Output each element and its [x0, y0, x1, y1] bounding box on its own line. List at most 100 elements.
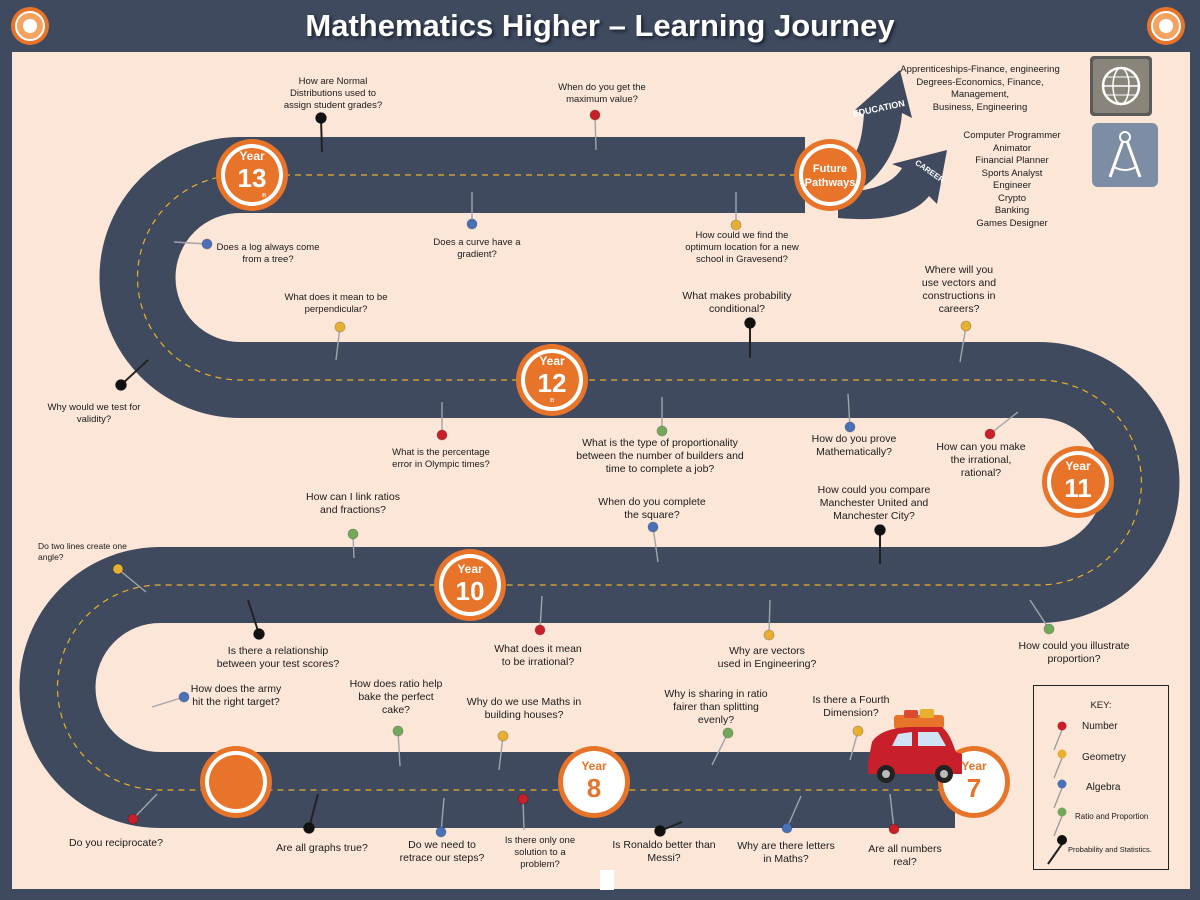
key-label-algebra: Algebra — [1086, 782, 1121, 793]
map-pin — [744, 317, 756, 329]
milestone-number: 8 — [587, 773, 601, 803]
map-pin — [517, 793, 529, 805]
map-pin — [647, 521, 659, 533]
key-label-probability: Probability and Statistics. — [1068, 845, 1152, 854]
pin-needle — [989, 411, 1019, 435]
milestone-sub: IB — [262, 193, 267, 199]
map-pin — [178, 691, 190, 703]
page-title: Mathematics Higher – Learning Journey — [305, 8, 895, 43]
milestone-year-word: Year — [581, 759, 607, 773]
education-line: Business, Engineering — [932, 101, 1028, 113]
pin-needle — [247, 599, 260, 635]
map-pin — [852, 725, 864, 737]
map-pin — [1043, 623, 1055, 635]
pin-needle — [959, 325, 967, 363]
map-pin — [112, 563, 124, 575]
question-retrace-steps: Do we need to retrace our steps? — [399, 839, 485, 864]
pin-needle — [768, 599, 771, 636]
question-vectors-engineering: Why are vectors used in Engineering? — [717, 645, 817, 670]
question-graphs-true: Are all graphs true? — [276, 842, 368, 854]
school-logo-left — [11, 7, 49, 45]
pin-needle — [786, 795, 802, 829]
pin-needle — [117, 568, 147, 593]
map-pin — [763, 629, 775, 641]
map-pin — [730, 219, 742, 231]
question-bake-cake: How does ratio help bake the perfect cak… — [349, 678, 443, 716]
career-line: Engineer — [992, 180, 1032, 191]
education-line: Degrees-Economics, Finance, Management, — [916, 76, 1044, 101]
milestone-year-word: Year — [961, 759, 987, 773]
question-prove-mathematically: How do you prove Mathematically? — [811, 433, 897, 458]
question-sharing-ratio: Why is sharing in ratio fairer than spli… — [664, 688, 768, 726]
pin-needle — [522, 798, 525, 831]
car-icon — [868, 709, 962, 783]
career-line: Banking — [994, 205, 1030, 216]
question-conditional-probability: What makes probability conditional? — [682, 290, 792, 315]
map-pin — [127, 813, 139, 825]
map-pin — [654, 825, 666, 837]
key-pins — [1047, 721, 1067, 865]
map-pin — [497, 730, 509, 742]
map-pin — [466, 218, 478, 230]
key-pin-number — [1057, 721, 1067, 731]
map-pin — [334, 321, 346, 333]
map-pin — [844, 421, 856, 433]
pin-needle — [173, 241, 208, 245]
question-test-validity: Why would we test for validity? — [47, 402, 141, 425]
question-percentage-error: What is the percentage error in Olympic … — [392, 447, 490, 470]
key-pin-geometry — [1057, 749, 1067, 759]
compass-icon — [1092, 123, 1158, 187]
education-line: Apprenticeships-Finance, engineering — [900, 64, 1060, 75]
pin-needle — [1029, 599, 1050, 630]
pin-needle — [397, 730, 401, 767]
key-pin-probability — [1057, 835, 1067, 845]
pin-needle — [308, 793, 319, 829]
map-pin — [589, 109, 601, 121]
career-line: Financial Planner — [975, 155, 1049, 166]
question-log-tree: Does a log always come from a tree? — [216, 242, 320, 265]
question-illustrate-proportion: How could you illustrate proportion? — [1018, 640, 1130, 665]
milestone-year-8: Year 8 — [558, 746, 630, 818]
map-pin — [656, 425, 668, 437]
question-perpendicular: What does it mean to be perpendicular? — [284, 292, 388, 315]
globe-icon — [1090, 56, 1152, 116]
milestone-year-word: Year — [223, 759, 249, 773]
question-optimum-location: How could we find the optimum location f… — [685, 230, 799, 265]
career-line: Computer Programmer — [963, 130, 1061, 141]
future-label-line2: Pathways — [805, 177, 856, 189]
map-pin — [781, 822, 793, 834]
key-label-number: Number — [1082, 721, 1118, 732]
career-line: Crypto — [998, 192, 1026, 204]
question-irrational-rational: How can you make the irrational, rationa… — [936, 441, 1026, 479]
map-pin — [888, 823, 900, 835]
milestone-number: 9 — [229, 773, 243, 803]
pin-needle — [889, 793, 895, 830]
map-pin — [984, 428, 996, 440]
career-line: Sports Analyst — [981, 167, 1043, 179]
pin-needle — [120, 359, 149, 386]
question-ratios-fractions: How can I link ratios and fractions? — [306, 491, 400, 516]
question-maximum-value: When do you get the maximum value? — [558, 82, 646, 105]
pin-needle — [539, 595, 543, 631]
map-pin — [435, 826, 447, 838]
career-arrow — [838, 150, 947, 220]
pin-needle — [320, 117, 323, 153]
milestone-number: 13 — [238, 163, 267, 193]
map-pin — [392, 725, 404, 737]
pin-needle — [711, 732, 729, 766]
key-pin-ratio — [1057, 807, 1067, 817]
question-irrational: What does it mean to be irrational? — [494, 643, 582, 668]
pin-needle — [594, 114, 597, 151]
map-pin — [201, 238, 213, 250]
career-pathways: Computer Programmer Animator Financial P… — [952, 130, 1072, 230]
education-pathways: Apprenticeships-Finance, engineering Deg… — [890, 64, 1070, 114]
map-pin — [874, 524, 886, 536]
future-label-line1: Future — [813, 163, 847, 175]
question-building-houses: Why do we use Maths in building houses? — [466, 696, 582, 721]
milestone-year-9: Year 9 — [200, 746, 272, 818]
milestone-year-10: Year 10 — [434, 549, 506, 621]
pin-needle — [440, 797, 445, 833]
question-test-scores: Is there a relationship between your tes… — [216, 645, 340, 670]
question-curve-gradient: Does a curve have a gradient? — [433, 237, 521, 260]
